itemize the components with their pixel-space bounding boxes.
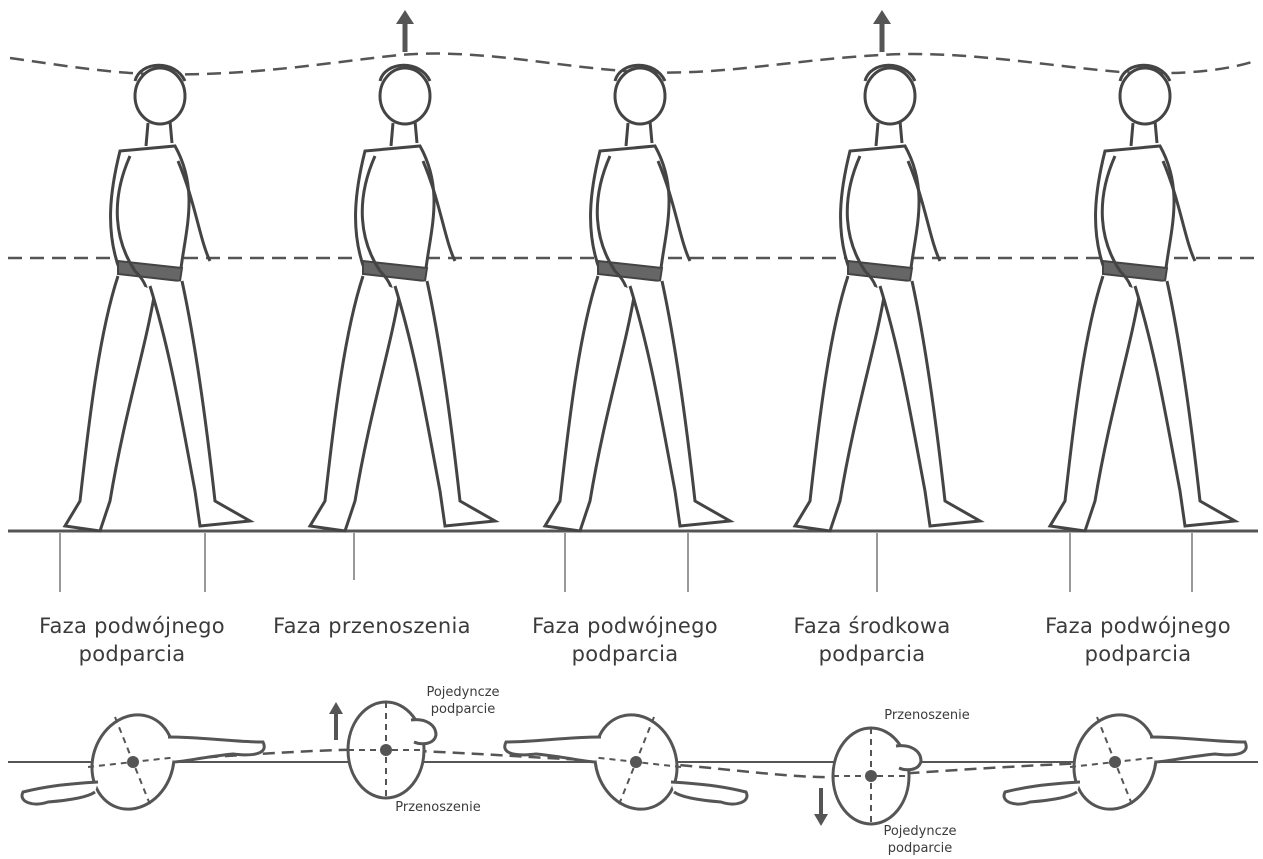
single-support-label: Pojedyncze podparcie — [865, 823, 975, 857]
phase-label-line2: podparcia — [505, 640, 745, 668]
phase-label-line2: podparcia — [12, 640, 252, 668]
phase-label-line2: podparcia — [752, 640, 992, 668]
phase-marker-ticks — [60, 533, 1192, 592]
single-support-label: Pojedyncze podparcie — [408, 684, 518, 718]
arrow-up-icon — [329, 702, 343, 740]
walking-figure — [545, 65, 730, 531]
swing-label: Przenoszenie — [383, 799, 493, 816]
single-support-line2: podparcie — [865, 840, 975, 857]
single-support-line1: Pojedyncze — [865, 823, 975, 840]
swing-label: Przenoszenie — [872, 707, 982, 724]
single-support-line2: podparcie — [408, 701, 518, 718]
phase-label-line1: Faza podwójnego — [12, 612, 252, 640]
phase-label-line1: Faza podwójnego — [1018, 612, 1258, 640]
arrow-down-icon — [814, 788, 828, 826]
foot-diagram-single — [833, 728, 921, 824]
phase-label: Faza podwójnego podparcia — [12, 612, 252, 668]
phase-label: Faza podwójnego podparcia — [1018, 612, 1258, 668]
phase-label: Faza przenoszenia — [252, 612, 492, 640]
walking-figure — [795, 65, 980, 531]
walking-figure — [310, 65, 495, 531]
phase-label: Faza podwójnego podparcia — [505, 612, 745, 668]
phase-label-line1: Faza środkowa — [752, 612, 992, 640]
phase-label: Faza środkowa podparcia — [752, 612, 992, 668]
arrow-up-icon — [396, 10, 414, 52]
walking-figure — [1050, 65, 1235, 531]
single-support-line1: Pojedyncze — [408, 684, 518, 701]
walking-figure — [65, 65, 250, 531]
phase-label-line1: Faza podwójnego — [505, 612, 745, 640]
phase-label-line1: Faza przenoszenia — [252, 612, 492, 640]
phase-label-line2: podparcia — [1018, 640, 1258, 668]
arrow-up-icon — [873, 10, 891, 52]
